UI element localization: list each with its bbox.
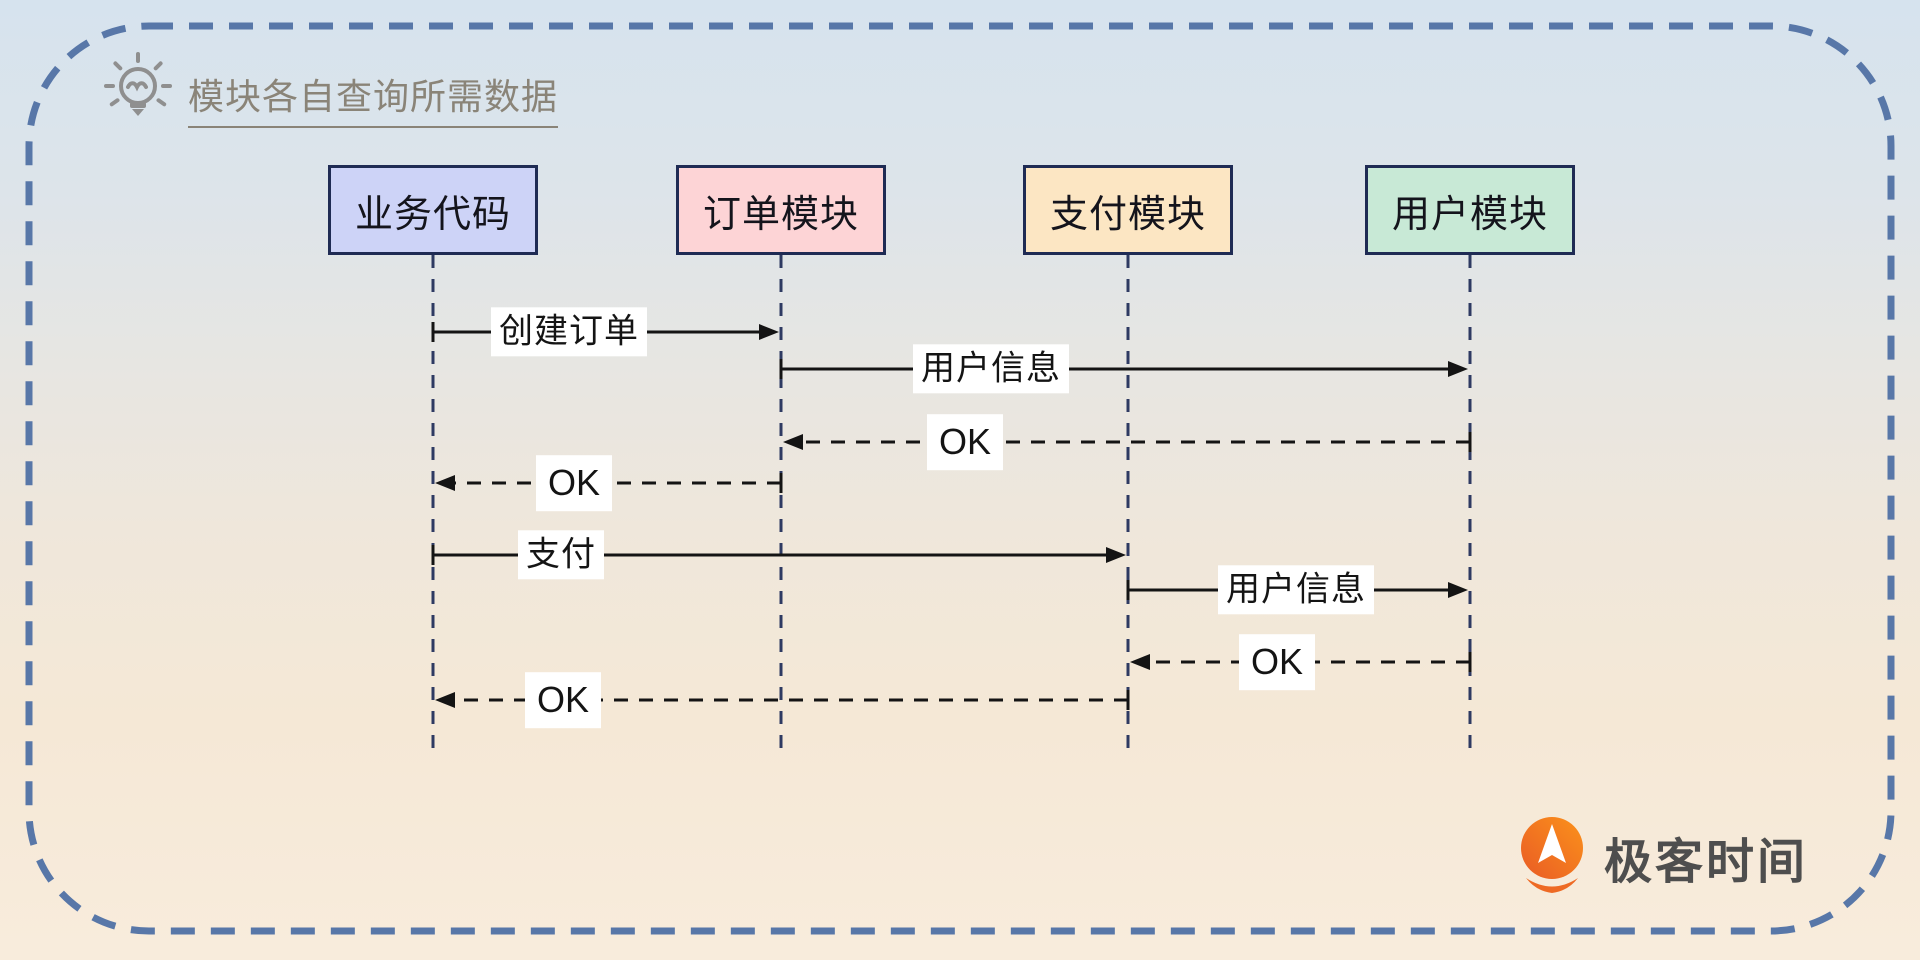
actor-box-user-module: 用户模块 (1365, 165, 1575, 255)
message-label-user-info-2: 用户信息 (1218, 565, 1374, 615)
message-label-create-order: 创建订单 (491, 307, 647, 357)
actor-box-order-module: 订单模块 (676, 165, 886, 255)
page-title: 模块各自查询所需数据 (188, 68, 559, 128)
message-arrow-ok-to-business-1 (435, 473, 783, 493)
lightbulb-icon (104, 52, 172, 116)
message-arrow-ok-to-order (783, 432, 1472, 452)
message-label-ok-1: OK (926, 414, 1004, 470)
message-label-ok-3: OK (1238, 634, 1316, 690)
geektime-logo-icon (1521, 817, 1583, 893)
message-label-ok-2: OK (535, 455, 613, 511)
title-block: 模块各自查询所需数据 (98, 48, 559, 128)
actor-box-business-code: 业务代码 (328, 165, 538, 255)
brand-logo: 极客时间 (1512, 812, 1808, 902)
actor-box-payment-module: 支付模块 (1023, 165, 1233, 255)
message-label-pay: 支付 (518, 530, 604, 580)
geektime-logo-text: 极客时间 (1604, 836, 1809, 889)
message-arrow-user-info-1 (779, 359, 1468, 379)
message-label-ok-4: OK (524, 672, 602, 728)
message-label-user-info-1: 用户信息 (913, 344, 1069, 394)
